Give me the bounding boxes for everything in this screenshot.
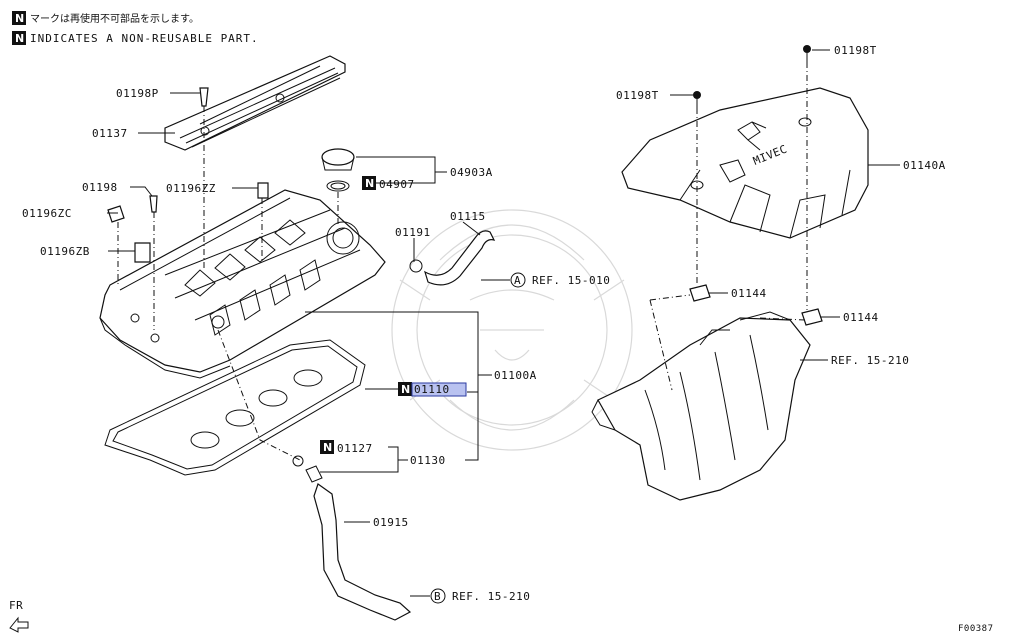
watermark	[391, 209, 633, 451]
label-01196ZB: 01196ZB	[40, 245, 90, 258]
legend-marker-2: N	[15, 32, 24, 45]
label-01137: 01137	[92, 127, 128, 140]
legend-marker-1: N	[15, 12, 24, 25]
alignment-lines	[117, 62, 808, 461]
pcv-hose-upper	[409, 230, 496, 286]
label-01198T-right: 01198T	[834, 44, 877, 57]
legend: N マークは再使用不可部品を示します。 N INDICATES A NON-RE…	[12, 11, 259, 45]
front-arrow-icon	[9, 616, 29, 633]
label-01198T-left: 01198T	[616, 89, 659, 102]
non-reusable-marker	[362, 176, 376, 190]
label-01100A: 01100A	[494, 369, 537, 382]
non-reusable-marker	[320, 440, 334, 454]
label-01196ZZ: 01196ZZ	[166, 182, 216, 195]
label-01127: 01127	[337, 442, 373, 455]
legend-english-note: INDICATES A NON-REUSABLE PART.	[30, 32, 259, 45]
leader-lines	[107, 49, 900, 597]
label-01191: 01191	[395, 226, 431, 239]
label-01196ZC: 01196ZC	[22, 207, 72, 220]
valve-cover-gasket	[104, 339, 366, 476]
label-01198P: 01198P	[116, 87, 159, 100]
pcv-hose-lower	[292, 455, 412, 621]
non-reusable-marker	[12, 31, 26, 45]
label-04907: 04907	[379, 178, 415, 191]
marker-01110: N	[401, 383, 410, 396]
marker-04907: N	[365, 177, 374, 190]
label-01140A: 01140A	[903, 159, 946, 172]
circle-marker-a-text: A	[514, 274, 521, 287]
marker-01127: N	[323, 441, 332, 454]
fasteners	[107, 45, 823, 326]
oil-filler-cap	[321, 148, 355, 192]
engine-top-cover	[164, 55, 346, 151]
label-ref-15-210-b: REF. 15-210	[452, 590, 530, 603]
valve-cover	[99, 189, 386, 379]
orientation-indicator: FR	[9, 599, 29, 633]
circle-marker-b	[430, 588, 446, 604]
non-reusable-marker	[12, 11, 26, 25]
label-ref-15-010: REF. 15-010	[532, 274, 610, 287]
label-01198: 01198	[82, 181, 118, 194]
circle-marker-b-text: B	[434, 590, 441, 603]
label-01115: 01115	[450, 210, 486, 223]
highlight-01110	[411, 382, 467, 397]
part-labels: 01198P 01137 01198 01196ZZ 01196ZC 01196…	[22, 44, 946, 604]
label-04903A: 04903A	[450, 166, 493, 179]
figure-code: F00387	[958, 624, 994, 634]
non-reusable-marker	[398, 382, 412, 396]
label-01130: 01130	[410, 454, 446, 467]
label-ref-15-210-manifold: REF. 15-210	[831, 354, 909, 367]
fr-label: FR	[9, 599, 23, 612]
label-01110[interactable]: 01110	[414, 383, 450, 396]
label-01915: 01915	[373, 516, 409, 529]
engine-cover: MIVEC	[621, 87, 869, 239]
legend-japanese-note: マークは再使用不可部品を示します。	[30, 12, 199, 25]
label-01144-right: 01144	[843, 311, 879, 324]
intake-manifold	[591, 311, 811, 501]
circle-marker-a	[510, 272, 526, 288]
label-01144-left: 01144	[731, 287, 767, 300]
